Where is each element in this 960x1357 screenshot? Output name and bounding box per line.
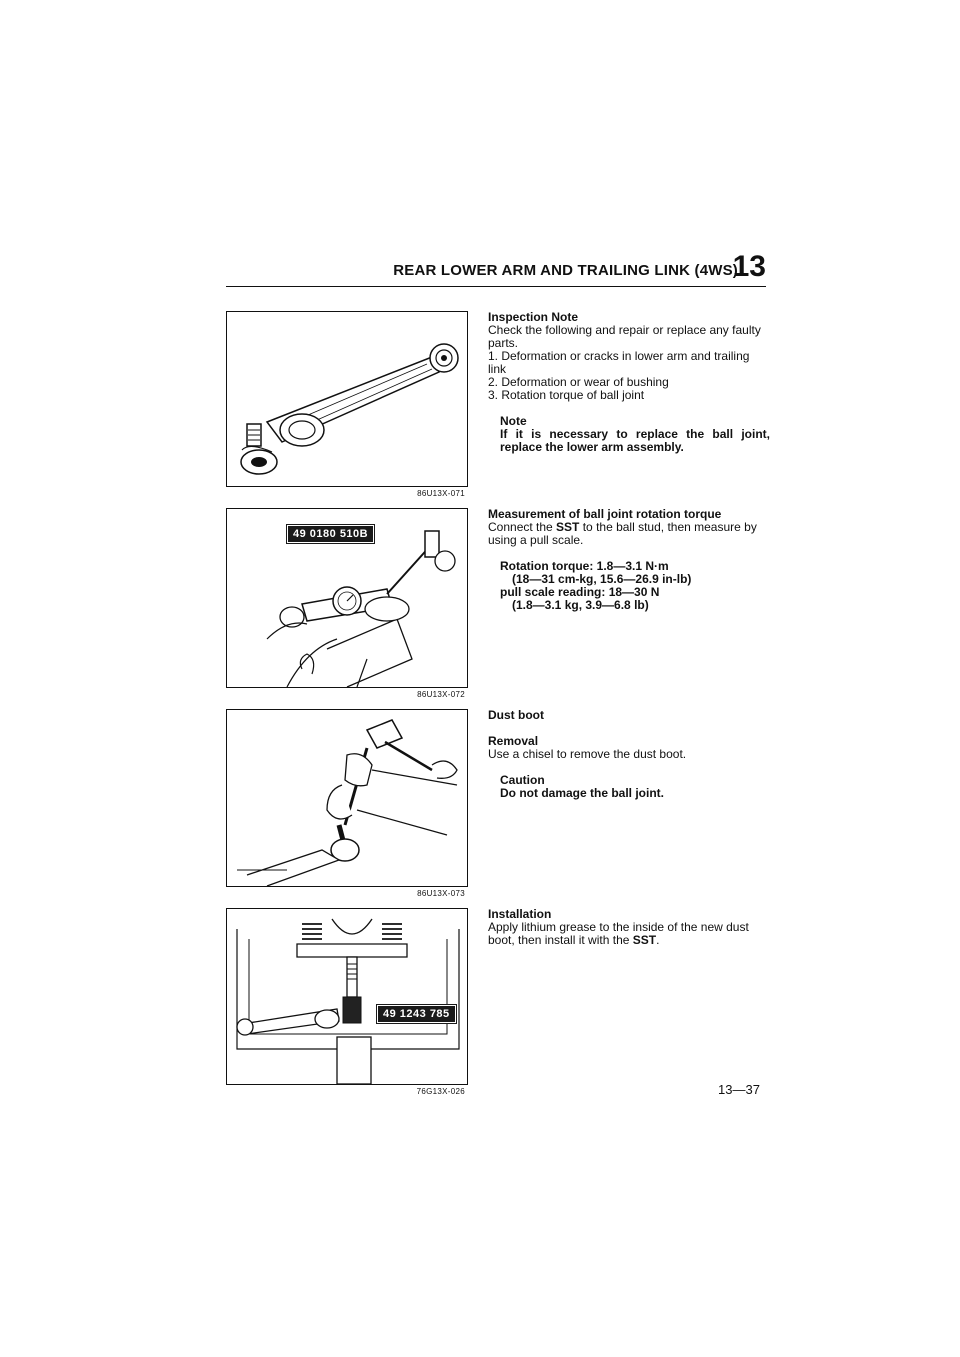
figure-code: 86U13X-073 — [417, 889, 465, 898]
torque-spec: Rotation torque: 1.8—3.1 N·m — [500, 559, 669, 573]
installation-text: Apply lithium grease to the inside of th… — [488, 920, 749, 947]
caution-text: Do not damage the ball joint. — [500, 786, 665, 800]
measurement-section: Measurement of ball joint rotation torqu… — [488, 508, 770, 612]
chapter-number: 13 — [732, 250, 766, 283]
removal-heading: Removal — [488, 734, 539, 748]
inspection-item: 1. Deformation or cracks in lower arm an… — [488, 349, 750, 376]
figure-rotation-torque: 49 0180 510B 86U13X-072 — [226, 508, 468, 699]
lower-arm-illustration — [240, 343, 459, 475]
dust-boot-section: Dust boot Removal Use a chisel to remove… — [488, 709, 770, 800]
torque-measurement-illustration — [266, 530, 456, 687]
inspection-note-section: Inspection Note Check the following and … — [488, 311, 770, 454]
sst-label: 49 1243 785 — [376, 1004, 457, 1024]
press-installation-illustration — [236, 918, 460, 1084]
note-label: Note — [500, 414, 527, 428]
inspection-item: 2. Deformation or wear of bushing — [488, 375, 669, 389]
removal-text: Use a chisel to remove the dust boot. — [488, 747, 687, 761]
page-header: REAR LOWER ARM AND TRAILING LINK (4WS) 1… — [226, 250, 766, 287]
installation-heading: Installation — [488, 907, 552, 921]
measurement-heading: Measurement of ball joint rotation torqu… — [488, 507, 722, 521]
chisel-removal-illustration — [237, 719, 458, 886]
inspection-item: 3. Rotation torque of ball joint — [488, 388, 645, 402]
torque-spec-alt: (18—31 cm-kg, 15.6—26.9 in-lb) — [512, 572, 692, 586]
figure-dust-boot-removal: 86U13X-073 — [226, 709, 468, 898]
pull-scale-spec-alt: (1.8—3.1 kg, 3.9—6.8 lb) — [512, 598, 649, 612]
figure-code: 86U13X-071 — [417, 489, 465, 498]
sst-label: 49 0180 510B — [285, 524, 376, 544]
dust-boot-heading: Dust boot — [488, 708, 544, 722]
figure-code: 86U13X-072 — [417, 690, 465, 699]
figure-code: 76G13X-026 — [416, 1087, 465, 1096]
figure-lower-arm: 86U13X-071 — [226, 311, 468, 498]
measurement-text: Connect the SST to the ball stud, then m… — [488, 520, 757, 547]
installation-section: Installation Apply lithium grease to the… — [488, 908, 770, 947]
inspection-heading: Inspection Note — [488, 310, 579, 324]
page-number: 13—37 — [718, 1082, 760, 1097]
inspection-intro: Check the following and repair or replac… — [488, 323, 761, 350]
section-title: REAR LOWER ARM AND TRAILING LINK (4WS) — [393, 262, 738, 279]
figure-dust-boot-installation: 49 1243 785 76G13X-026 — [226, 908, 468, 1096]
pull-scale-spec: pull scale reading: 18—30 N — [500, 585, 660, 599]
note-text: If it is necessary to replace the ball j… — [500, 427, 770, 454]
caution-label: Caution — [500, 773, 545, 787]
